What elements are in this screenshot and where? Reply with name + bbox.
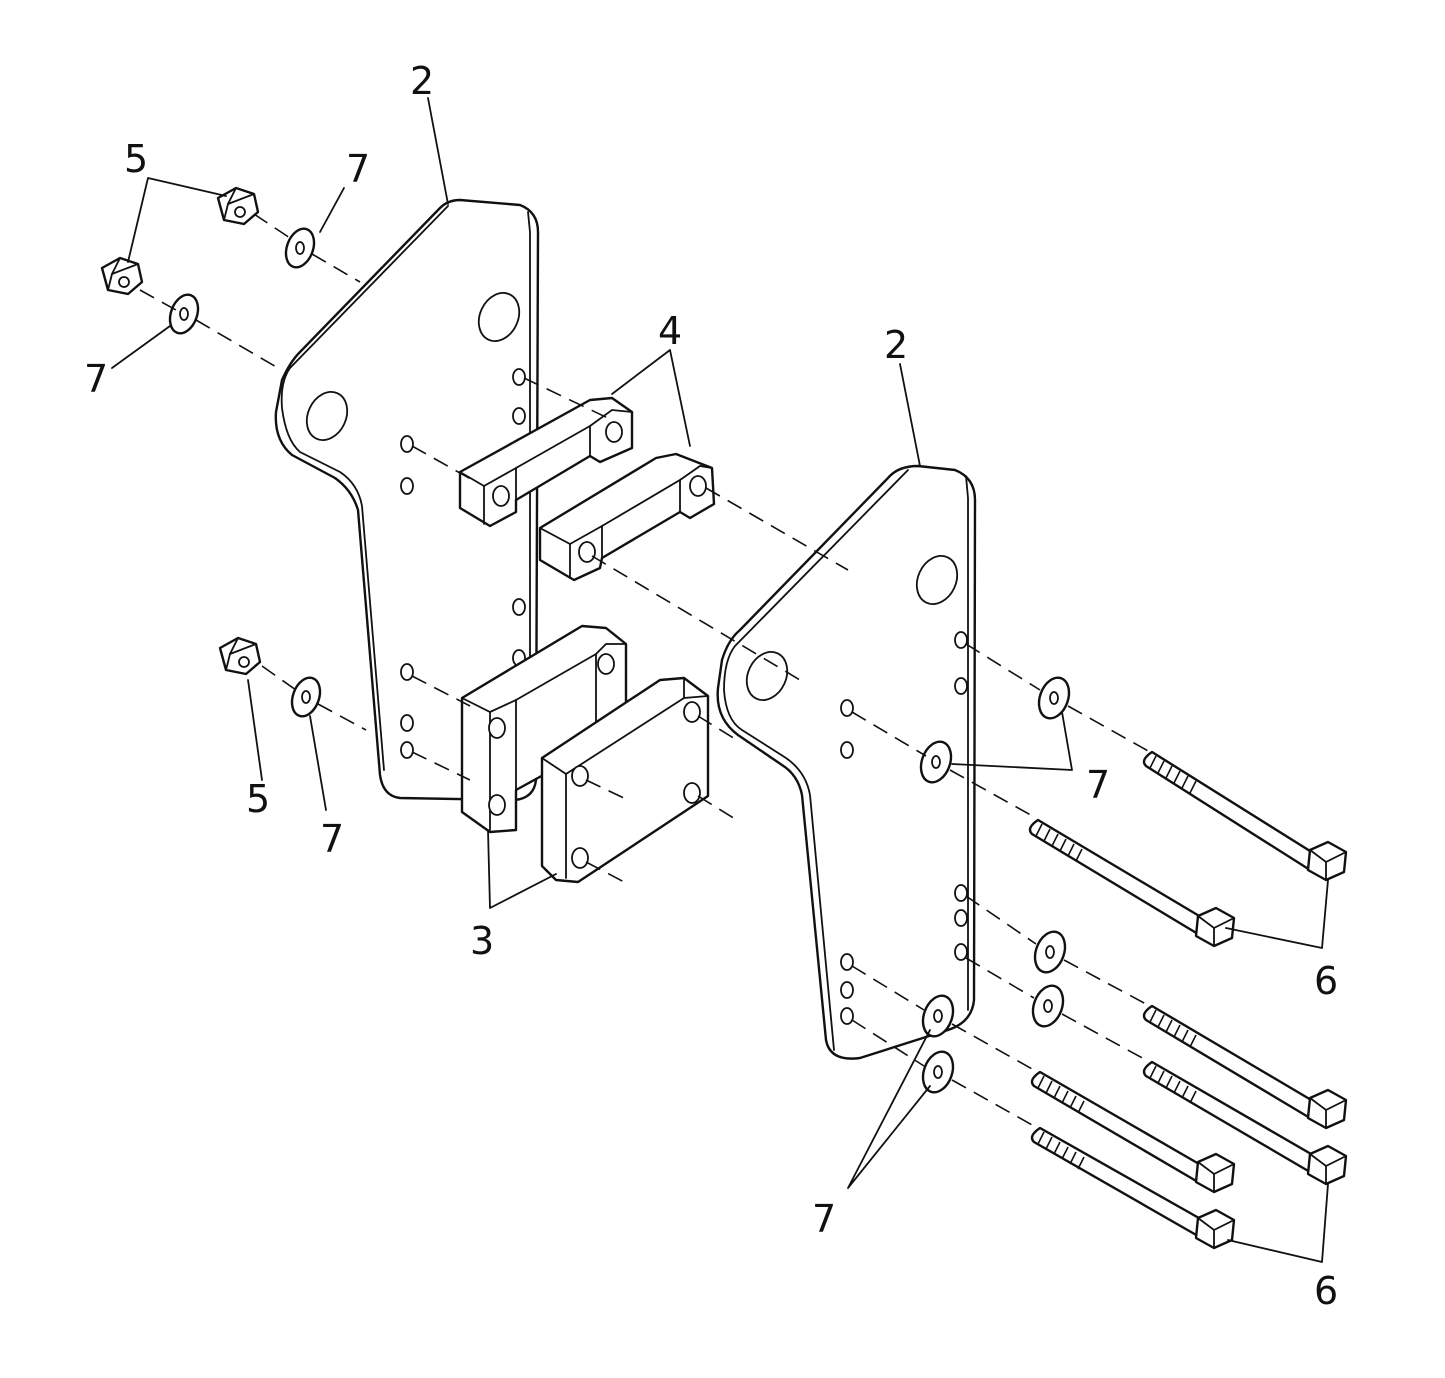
left-mounting-plate [274, 198, 540, 802]
callout-block: 3 [470, 919, 494, 963]
lower-block-front [540, 676, 710, 884]
callout-washer-lower-left: 7 [320, 817, 344, 861]
leader-lines [111, 97, 1329, 1263]
bolt-5 [1030, 1070, 1236, 1194]
nut-lower [218, 636, 262, 676]
bolt-6 [1030, 1126, 1236, 1250]
washer-right-6 [921, 1050, 955, 1094]
callout-bolts-lower: 6 [1314, 1269, 1338, 1313]
washer-right-2 [919, 740, 953, 784]
callout-bolts-upper: 6 [1314, 959, 1338, 1003]
washer-lower-left [290, 676, 322, 718]
callout-washer-upper-a: 7 [346, 147, 370, 191]
washer-right-1 [1037, 676, 1071, 720]
bolt-4 [1142, 1060, 1348, 1186]
upper-spacer-rear [458, 396, 634, 528]
callout-plate-left: 2 [410, 59, 434, 103]
assembly-center-lines [139, 213, 1151, 1127]
callout-washer-right-low: 7 [812, 1197, 836, 1241]
washer-right-4 [1031, 984, 1065, 1028]
bolt-2 [1028, 818, 1236, 948]
nut-upper-a [216, 186, 260, 226]
right-mounting-plate [716, 464, 977, 1060]
washer-upper-a [284, 227, 316, 269]
callout-washer-upper-b: 7 [84, 357, 108, 401]
callout-nut-upper: 5 [124, 137, 148, 181]
nut-upper-b [100, 256, 144, 296]
callout-washer-right-mid: 7 [1086, 763, 1110, 807]
lower-block-rear [460, 624, 628, 834]
upper-spacer-front [538, 452, 716, 582]
washer-right-3 [1033, 930, 1067, 974]
washer-upper-b [168, 293, 200, 335]
callout-nut-lower: 5 [246, 777, 270, 821]
washer-right-5 [921, 994, 955, 1038]
bolt-3 [1142, 1004, 1348, 1130]
callout-plate-right: 2 [884, 323, 908, 367]
callout-labels: 2 2 4 3 5 5 6 6 7 7 7 7 7 [84, 59, 1338, 1313]
callout-spacer: 4 [658, 309, 682, 353]
bolt-1 [1142, 750, 1348, 882]
